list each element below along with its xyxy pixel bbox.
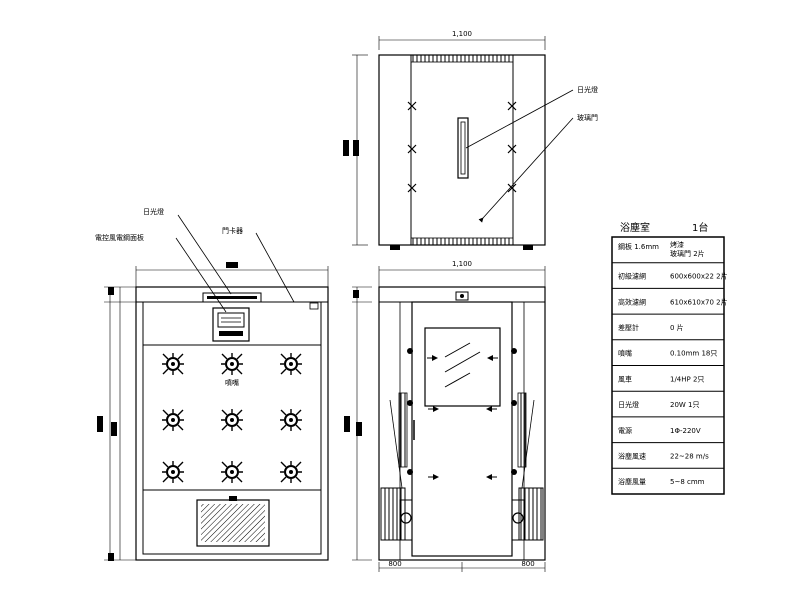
spec-row-value: 610x610x70 2片 — [670, 297, 728, 306]
spec-row-value: 600x600x22 2片 — [670, 272, 728, 281]
nozzle-icon — [280, 409, 302, 431]
nozzle-icon — [221, 409, 243, 431]
spec-row-value: 5~8 cmm — [670, 478, 705, 486]
spec-row-value: 玻璃門 2片 — [670, 249, 705, 258]
top-callout-door: 玻璃門 — [577, 113, 598, 122]
top-view: 1,100 日光燈 玻璃門 — [343, 30, 598, 250]
spec-row-label: 高效濾網 — [618, 297, 646, 306]
spec-row-label: 初級濾網 — [618, 272, 646, 281]
section-width-dim: 1,100 — [452, 260, 472, 268]
nozzle-icon — [162, 353, 184, 375]
front-callout-switch: 門卡器 — [222, 226, 243, 235]
spec-row-value: 烤漆 — [670, 240, 684, 249]
spec-row-value: 22~28 m/s — [670, 452, 709, 460]
spec-row-label: 風車 — [618, 374, 632, 383]
front-callout-light: 日光燈 — [143, 207, 164, 216]
spec-row-label: 噴嘴 — [618, 349, 632, 358]
spec-row-label: 差壓計 — [618, 323, 639, 332]
nozzle-icon — [162, 409, 184, 431]
nozzle-icon — [221, 353, 243, 375]
section-view: 1,100 — [344, 260, 546, 572]
spec-row-label: 浴塵風量 — [618, 477, 646, 486]
spec-table-count: 1台 — [692, 221, 708, 234]
spec-row-label: 浴塵風速 — [618, 451, 646, 460]
nozzle-icon — [221, 461, 243, 483]
nozzle-icon — [280, 461, 302, 483]
front-callout-panel: 電控風電鋼面板 — [95, 233, 144, 242]
nozzle-icon — [162, 461, 184, 483]
spec-row-label: 日光燈 — [618, 400, 639, 409]
nozzle-label: 噴嘴 — [225, 378, 239, 387]
spec-row-label: 鋼板 1.6mm — [618, 242, 659, 251]
section-bottom-dim-left: 800 — [388, 560, 401, 568]
spec-row-value: 0 片 — [670, 323, 684, 332]
nozzle-icon — [280, 353, 302, 375]
spec-table-title: 浴塵室 — [620, 221, 650, 234]
spec-row-value: 20W 1只 — [670, 401, 700, 409]
section-bottom-dim-right: 800 — [521, 560, 534, 568]
top-width-dim: 1,100 — [452, 30, 472, 38]
spec-row-value: 1Φ-220V — [670, 427, 701, 435]
front-view: 噴嘴 日光燈 電控風電鋼面板 門卡器 — [95, 207, 329, 561]
top-callout-light: 日光燈 — [577, 85, 598, 94]
spec-row-value: 0.10mm 18只 — [670, 350, 717, 358]
spec-row-label: 電源 — [618, 426, 632, 435]
spec-row-value: 1/4HP 2只 — [670, 375, 704, 383]
